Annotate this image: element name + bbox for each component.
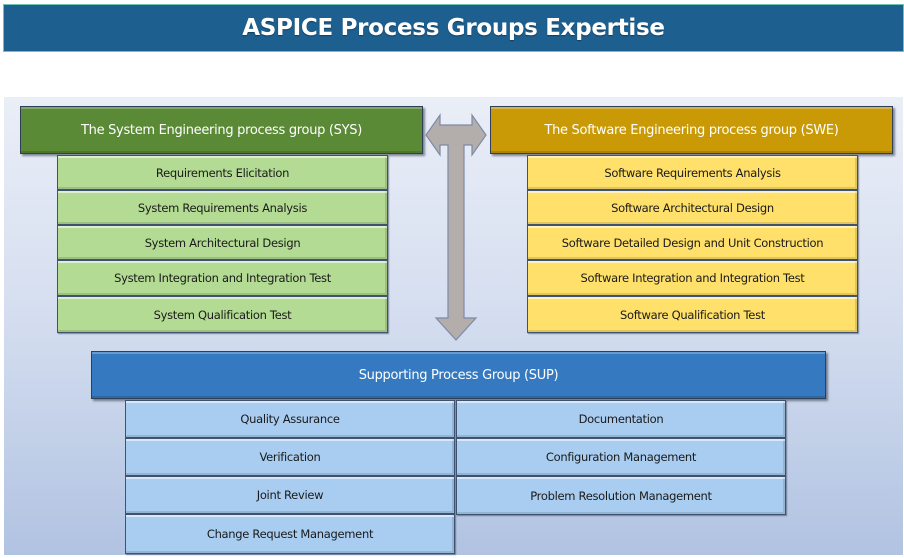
swe-item-software-integration-test: Software Integration and Integration Tes… bbox=[527, 260, 858, 296]
sys-item-system-qualification-test: System Qualification Test bbox=[57, 296, 388, 333]
swe-item-software-qualification-test: Software Qualification Test bbox=[527, 296, 858, 333]
swe-group-header: The Software Engineering process group (… bbox=[490, 106, 893, 154]
sys-group-header: The System Engineering process group (SY… bbox=[20, 106, 423, 154]
sys-item-system-architectural-design: System Architectural Design bbox=[57, 225, 388, 260]
sup-item-configuration-management: Configuration Management bbox=[456, 438, 786, 476]
sup-group-header: Supporting Process Group (SUP) bbox=[91, 351, 826, 399]
sup-item-problem-resolution-management: Problem Resolution Management bbox=[456, 476, 786, 515]
sys-item-requirements-elicitation: Requirements Elicitation bbox=[57, 155, 388, 190]
sup-item-quality-assurance: Quality Assurance bbox=[125, 400, 455, 438]
swe-item-software-detailed-design: Software Detailed Design and Unit Constr… bbox=[527, 225, 858, 260]
sys-item-system-integration-test: System Integration and Integration Test bbox=[57, 260, 388, 296]
t-shaped-three-way-arrow-icon bbox=[425, 113, 487, 341]
sup-item-documentation: Documentation bbox=[456, 400, 786, 438]
page-title: ASPICE Process Groups Expertise bbox=[3, 4, 904, 52]
swe-item-software-architectural-design: Software Architectural Design bbox=[527, 190, 858, 225]
sup-item-change-request-management: Change Request Management bbox=[125, 514, 455, 554]
swe-item-software-requirements-analysis: Software Requirements Analysis bbox=[527, 155, 858, 190]
sup-item-verification: Verification bbox=[125, 438, 455, 476]
sup-item-joint-review: Joint Review bbox=[125, 476, 455, 514]
sys-item-system-requirements-analysis: System Requirements Analysis bbox=[57, 190, 388, 225]
